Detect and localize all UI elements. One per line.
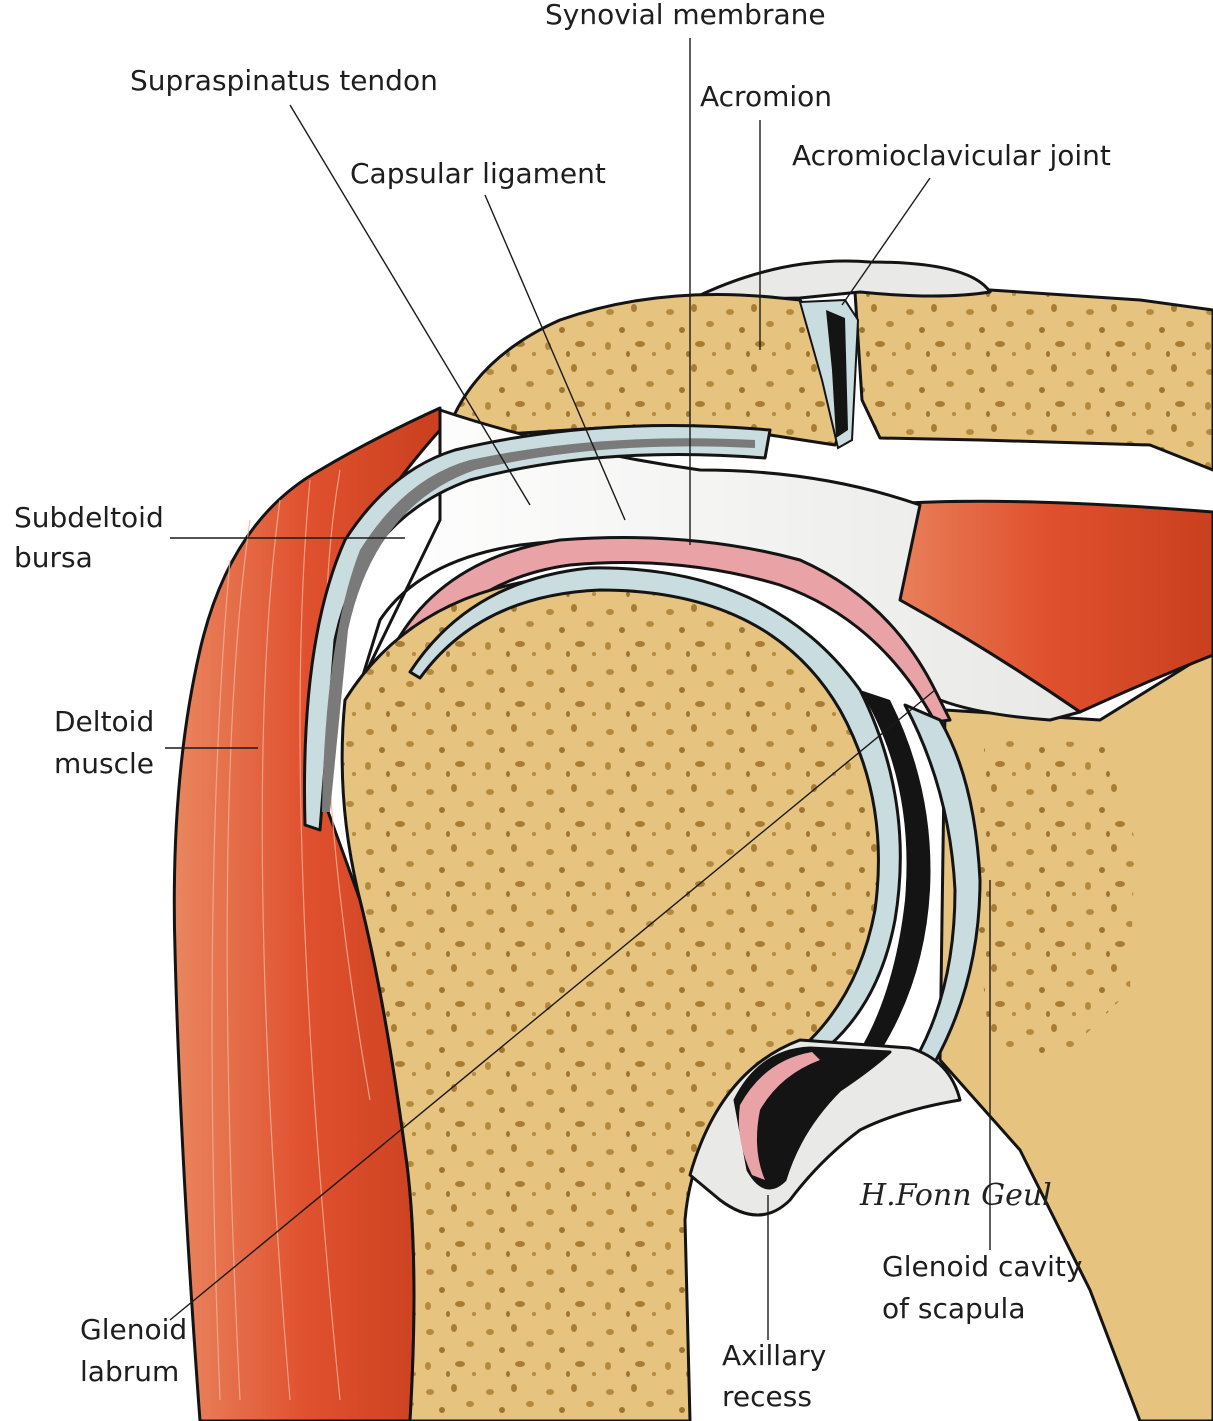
label-subdeltoid-bursa-line2: bursa bbox=[14, 541, 93, 574]
label-axillary-recess-line2: recess bbox=[722, 1380, 812, 1413]
clavicle bbox=[855, 290, 1213, 470]
label-synovial-membrane: Synovial membrane bbox=[545, 0, 826, 31]
label-capsular-ligament: Capsular ligament bbox=[350, 157, 606, 190]
label-glenoid-cavity-line1: Glenoid cavity bbox=[882, 1250, 1082, 1283]
humerus bbox=[342, 575, 889, 1421]
label-glenoid-cavity-line2: of scapula bbox=[882, 1292, 1026, 1325]
label-deltoid-muscle-line2: muscle bbox=[54, 747, 154, 780]
acromion bbox=[445, 294, 845, 445]
label-subdeltoid-bursa-line1: Subdeltoid bbox=[14, 501, 164, 534]
label-supraspinatus-tendon: Supraspinatus tendon bbox=[130, 64, 438, 97]
artist-signature: H.Fonn Geul bbox=[859, 1178, 1052, 1213]
label-deltoid-muscle-line1: Deltoid bbox=[54, 705, 154, 738]
label-axillary-recess-line1: Axillary bbox=[722, 1339, 826, 1372]
label-acromioclavicular-joint: Acromioclavicular joint bbox=[792, 139, 1111, 172]
label-glenoid-labrum-line2: labrum bbox=[80, 1355, 179, 1388]
label-glenoid-labrum-line1: Glenoid bbox=[80, 1313, 187, 1346]
label-acromion: Acromion bbox=[700, 80, 832, 113]
